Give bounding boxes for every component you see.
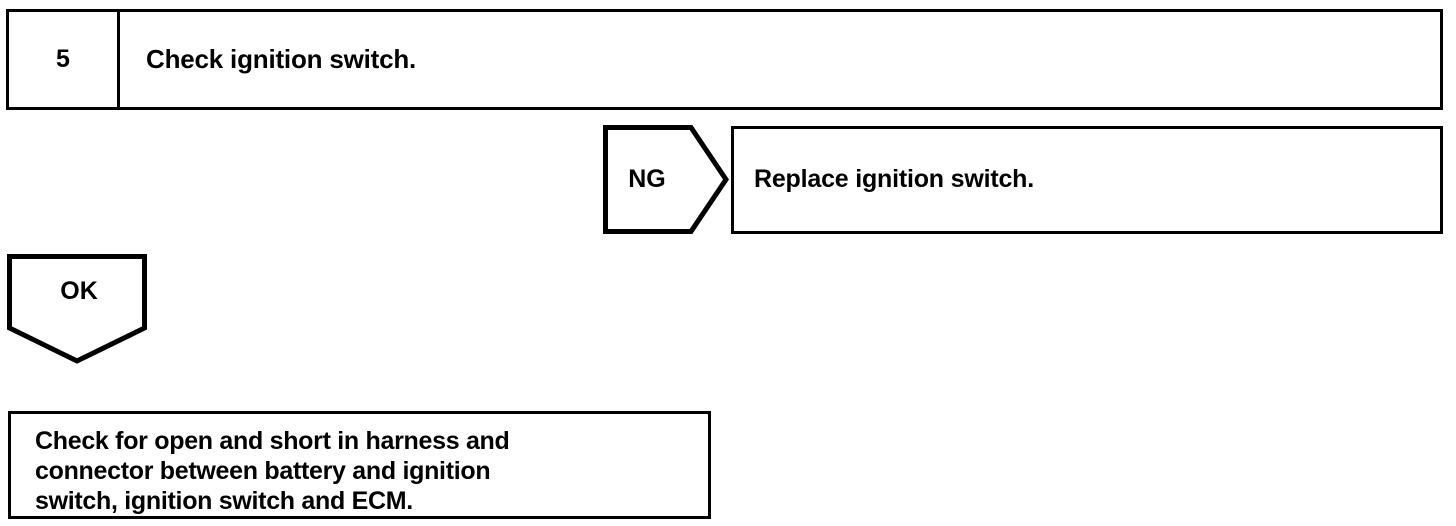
ok-branch-arrow: OK	[7, 254, 147, 364]
next-action-box: Check for open and short in harness and …	[8, 411, 711, 519]
next-action-line: Check for open and short in harness and	[35, 427, 510, 455]
step-instruction-cell: Check ignition switch.	[123, 12, 1440, 107]
next-action-line: switch, ignition switch and ECM.	[35, 487, 413, 515]
ok-arrow-shape-icon	[7, 254, 147, 364]
ng-result-label: Replace ignition switch.	[754, 165, 1034, 194]
step-number-cell: 5	[9, 12, 120, 107]
ng-arrow-shape-icon	[603, 125, 729, 234]
ng-result-box: Replace ignition switch.	[731, 126, 1443, 234]
step-row: 5 Check ignition switch.	[6, 9, 1443, 110]
ok-branch-label: OK	[60, 277, 98, 305]
ng-branch-arrow: NG	[603, 125, 729, 234]
step-number-label: 5	[56, 45, 70, 73]
next-action-line: connector between battery and ignition	[35, 457, 491, 485]
ng-branch-label: NG	[628, 165, 666, 193]
step-instruction-label: Check ignition switch.	[146, 44, 417, 75]
